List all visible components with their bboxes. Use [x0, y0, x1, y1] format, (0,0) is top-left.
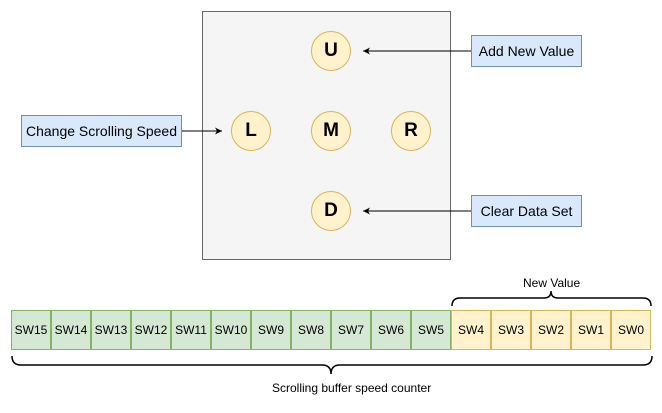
button-down[interactable]: D: [311, 191, 351, 231]
scrolling-buffer-brace: [11, 355, 653, 375]
new-value-caption: New Value: [523, 276, 581, 290]
switch-cell: SW13: [91, 310, 131, 350]
add-new-value-label: Add New Value: [471, 35, 582, 67]
clear-data-set-label: Clear Data Set: [471, 195, 582, 227]
button-up[interactable]: U: [311, 31, 351, 71]
switch-cell: SW5: [411, 310, 451, 350]
switch-cell: SW7: [331, 310, 371, 350]
button-left[interactable]: L: [231, 111, 271, 151]
new-value-brace: [451, 290, 652, 307]
switch-cell: SW10: [211, 310, 251, 350]
switch-cell: SW6: [371, 310, 411, 350]
button-right[interactable]: R: [391, 111, 431, 151]
scrolling-buffer-caption: Scrolling buffer speed counter: [272, 381, 432, 395]
switch-cell: SW3: [491, 310, 531, 350]
switch-cell: SW15: [11, 310, 51, 350]
switch-cell: SW11: [171, 310, 211, 350]
switch-cell: SW2: [531, 310, 571, 350]
change-scrolling-speed-label: Change Scrolling Speed: [21, 115, 182, 147]
switch-cell: SW4: [451, 310, 491, 350]
button-middle[interactable]: M: [311, 111, 351, 151]
switch-cell: SW1: [571, 310, 611, 350]
switch-cell: SW8: [291, 310, 331, 350]
switch-cell: SW12: [131, 310, 171, 350]
switch-cell: SW9: [251, 310, 291, 350]
switch-cell: SW14: [51, 310, 91, 350]
switch-cell: SW0: [611, 310, 651, 350]
